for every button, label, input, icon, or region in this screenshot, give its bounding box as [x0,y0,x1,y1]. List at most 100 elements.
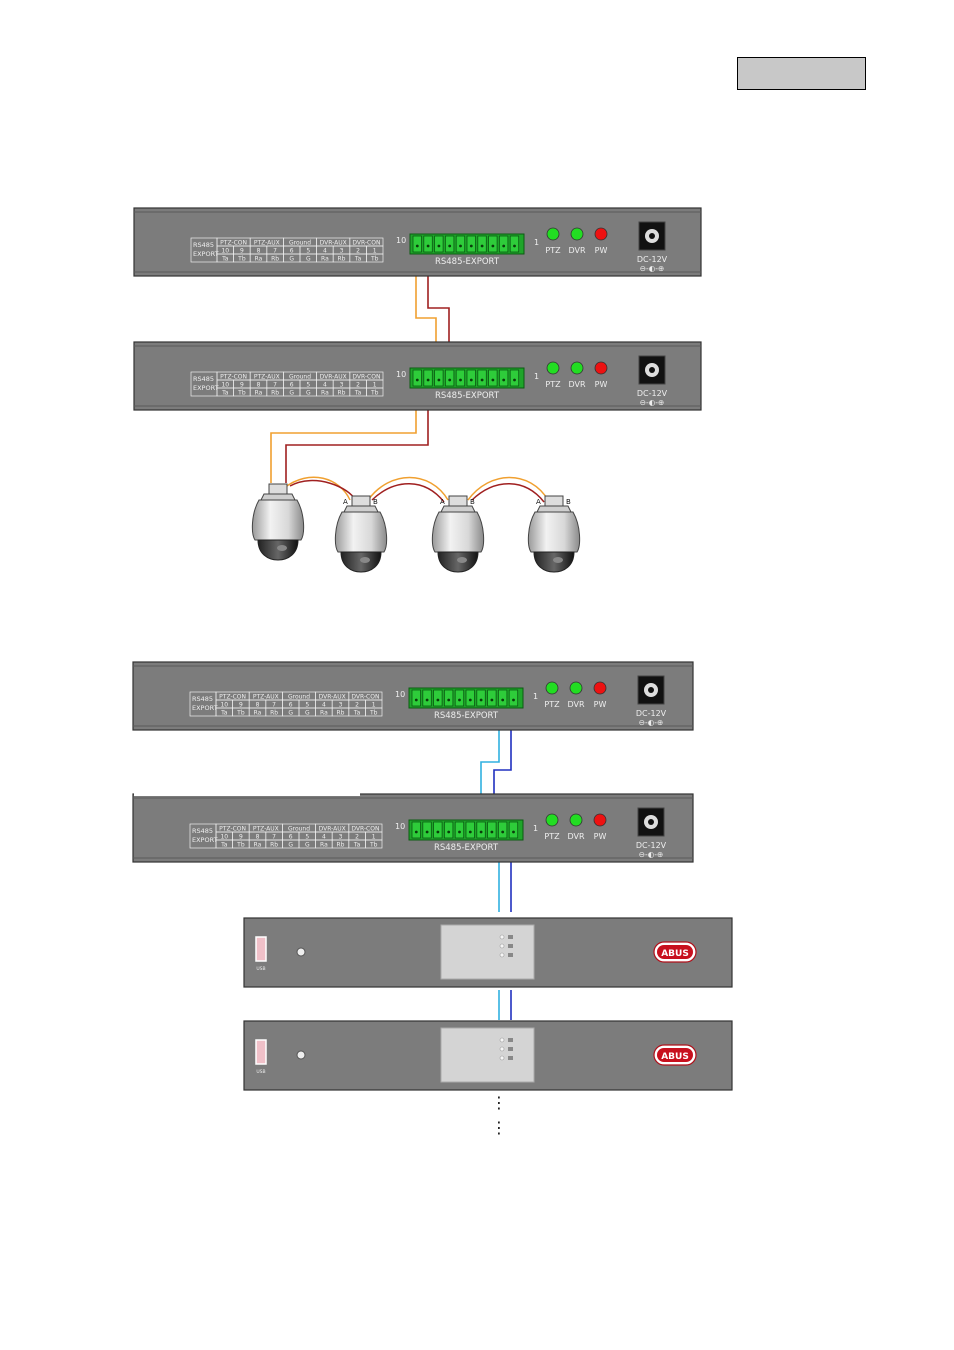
camera-collar [260,493,296,501]
terminal-screw-slot [466,369,476,387]
pin-signal: Ra [320,841,328,848]
led-label: DVR [567,700,584,709]
wire-cyan-unit3-to-unit4 [480,706,500,822]
terminal-screw [512,830,515,834]
terminal-screw-slot [488,369,498,387]
led-ptz [546,227,560,241]
terminal-screw-slot [465,689,475,707]
pin-group-label: PTZ-CON [219,693,246,700]
terminal-label: RS485-EXPORT [435,257,500,267]
camera-label-b: B [566,498,571,506]
terminal-screw [448,378,452,382]
pin-group-label: PTZ-AUX [254,239,280,246]
terminal-label: RS485-EXPORT [434,711,499,721]
continuation-dots-1: ⋮ [491,1093,507,1112]
wire-camera-chain-3a [467,476,549,501]
terminal-left-number: 10 [396,236,406,245]
terminal-screw [415,378,419,382]
pin-signal: Ra [321,389,329,396]
power-jack-pin [648,687,654,693]
terminal-screw-slot [433,689,443,707]
pin-signal: Rb [337,709,345,716]
led-ptz [545,813,559,827]
terminal-screw [501,830,505,834]
terminal-screw [468,830,472,834]
terminal-screw [436,830,440,834]
led-dvr [569,813,583,827]
terminal-screw-slot [455,235,466,253]
power-button [296,947,306,957]
pin-signal: Rb [271,255,279,262]
camera-mount [268,483,288,495]
pin-group-label: Ground [289,373,311,380]
terminal-screw [480,244,484,248]
abus-logo-fill [657,1048,693,1062]
pin-number: 3 [340,247,344,254]
terminal-screw [469,244,473,248]
pin-table-header-line2: EXPORT [193,384,219,392]
pin-number: 7 [272,833,276,840]
camera-body [431,511,485,553]
status-led-icon [508,953,513,957]
terminal-screw-slot [508,821,519,839]
pin-number: 6 [289,833,293,840]
pin-number: 5 [305,701,309,708]
usb-label: USB [256,966,265,972]
terminal-screw [479,830,483,834]
pin-group-label: DVR-CON [352,373,380,380]
pin-group-label: PTZ-AUX [254,373,280,380]
terminal-screw [468,698,472,702]
camera-lens [277,545,287,551]
pin-signal: Ta [353,709,361,716]
pin-number: 2 [356,381,360,388]
pin-group-label: PTZ-CON [219,825,246,832]
terminal-left-number: 10 [395,822,405,831]
pin-number: 9 [240,247,244,254]
terminal-screw-slot [477,235,487,253]
pin-number: 2 [356,247,360,254]
led-label: PW [595,380,608,389]
pin-signal: Tb [236,709,245,716]
pin-signal: G [288,841,293,848]
terminal-screw-slot [423,235,433,253]
camera-collar [343,505,379,513]
terminal-right-number: 1 [534,372,539,381]
terminal-screw-slot [477,369,487,387]
terminal-screw [437,378,441,382]
pin-number: 1 [372,833,376,840]
pin-signal: Tb [370,389,379,396]
camera-mount [448,495,468,507]
camera-label-a: A [536,498,541,506]
pin-number: 7 [273,247,277,254]
pin-group-label: PTZ-CON [220,373,247,380]
terminal-screw [437,244,441,248]
pin-signal: Rb [338,255,346,262]
pin-signal: Ta [220,709,228,716]
usb-label: USB [256,1069,265,1075]
terminal-screw-slot [508,689,519,707]
unit4-top-gap [134,790,360,796]
pin-signal: Tb [369,709,378,716]
terminal-screw-slot [411,821,421,839]
terminal-screw-slot [443,821,454,839]
pin-number: 10 [220,833,228,840]
led-pw [594,227,608,241]
pin-number: 3 [339,701,343,708]
pin-number: 4 [322,701,326,708]
terminal-screw [414,830,418,834]
pin-number: 5 [305,833,309,840]
terminal-screw [502,378,506,382]
power-jack-pin [649,367,655,373]
terminal-screw-slot [454,821,465,839]
led-label: PTZ [544,832,560,841]
pin-signal: Tb [369,841,378,848]
